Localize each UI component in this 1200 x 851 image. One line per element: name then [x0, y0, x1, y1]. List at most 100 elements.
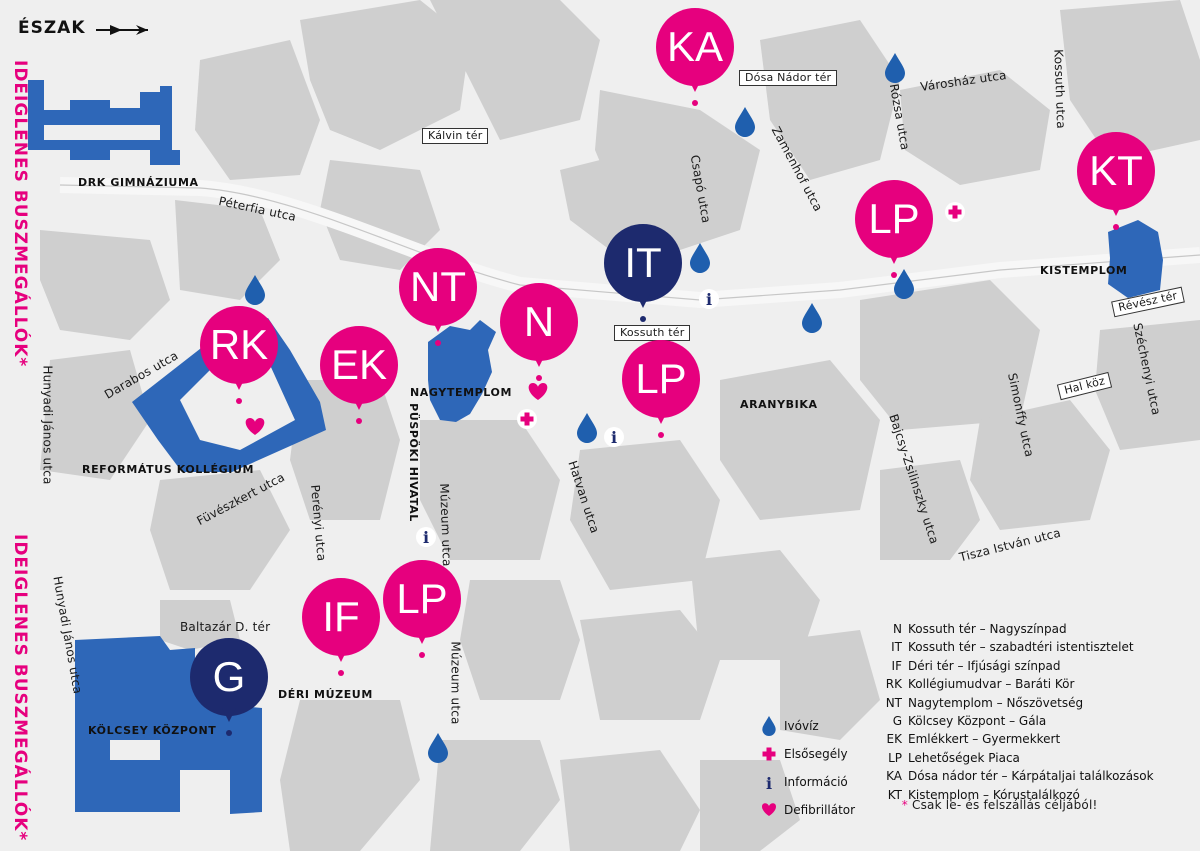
legend-code: LP: [888, 750, 902, 765]
first-aid-icon: [517, 409, 537, 429]
building-puspoki: PÜSPÖKI HIVATAL: [406, 403, 420, 522]
reformatus-kollegium-building: [132, 318, 326, 472]
first-aid-icon: [945, 202, 965, 222]
legend-first-aid: Elsősegély: [758, 740, 855, 768]
legend-code: N: [893, 622, 902, 636]
info-icon: i: [766, 774, 772, 792]
footnote: * Csak le- és felszállás céljából!: [894, 798, 1098, 812]
street-muzeum-1: Múzeum utca: [437, 483, 455, 567]
footnote-text: Csak le- és felszállás céljából!: [912, 798, 1098, 812]
square-dosa: Dósa Nádor tér: [739, 70, 838, 86]
pin-label: LP: [855, 180, 933, 258]
venue-pin-nt[interactable]: NT: [399, 248, 477, 348]
heart-icon: [245, 418, 265, 435]
legend-row: G Kölcsey Központ – Gála: [868, 712, 1154, 730]
water-drop-icon: [245, 275, 265, 305]
square-kalvin: Kálvin tér: [422, 128, 489, 144]
water-drop-icon: [894, 269, 914, 299]
pin-label: LP: [383, 560, 461, 638]
pin-label: LP: [622, 340, 700, 418]
venue-pin-kt[interactable]: KT: [1077, 132, 1155, 232]
pin-label: IF: [302, 578, 380, 656]
water-drops: [245, 53, 914, 763]
legend-info-label: Információ: [784, 775, 848, 789]
legend-code: G: [892, 713, 902, 728]
water-drop-icon: [802, 303, 822, 333]
venue-pin-n[interactable]: N: [500, 283, 578, 383]
venue-pin-lp-kossuth[interactable]: LP: [622, 340, 700, 440]
venue-pin-rk[interactable]: RK: [200, 306, 278, 406]
legend-code: NT: [885, 695, 902, 710]
svg-text:i: i: [766, 774, 772, 792]
first-aid-points: [517, 202, 965, 429]
legend-info: i Információ: [758, 768, 855, 796]
defibrillator-points: [245, 383, 548, 435]
drk-gimnazium-building: [28, 80, 180, 165]
info-icon: i: [416, 527, 436, 547]
info-points: i i i: [416, 289, 719, 547]
legend-text: Kossuth tér – Nagyszínpad: [908, 622, 1067, 636]
bus-stop-label-top: IDEIGLENES BUSZMEGÁLLÓK*: [10, 60, 30, 368]
legend-code: IF: [891, 658, 902, 673]
legend-code: IT: [891, 640, 902, 655]
legend-text: Emlékkert – Gyermekkert: [908, 732, 1061, 747]
north-arrow-icon: [96, 25, 148, 35]
pin-label: EK: [320, 326, 398, 404]
legend-text: Lehetőségek Piaca: [908, 750, 1020, 765]
legend-water-label: Ivóvíz: [784, 719, 819, 733]
legend-code: EK: [886, 732, 902, 747]
venue-pin-lp-east[interactable]: LP: [855, 180, 933, 280]
legend-text: Nagytemplom – Nőszövetség: [908, 695, 1084, 710]
venue-pin-it[interactable]: IT: [604, 224, 682, 324]
legend-row: N Kossuth tér – Nagyszínpad: [868, 620, 1154, 638]
bus-stop-label-bottom: IDEIGLENES BUSZMEGÁLLÓK*: [10, 534, 30, 842]
legend-text: Kossuth tér – szabadtéri istentisztelet: [908, 640, 1134, 655]
legend-text: Kistemplom – Kórustalálkozó: [908, 787, 1080, 802]
legend-row: KT Kistemplom – Kórustalálkozó: [868, 786, 1154, 804]
svg-text:i: i: [423, 528, 429, 547]
building-aranybika: ARANYBIKA: [740, 398, 818, 411]
footnote-star: *: [901, 798, 908, 812]
legend-code: RK: [885, 677, 902, 692]
pin-label: NT: [399, 248, 477, 326]
street-hunyadi-1: Hunyadi János utca: [40, 365, 55, 485]
legend-text: Déri tér – Ifjúsági színpad: [908, 658, 1061, 673]
building-drk: DRK GIMNÁZIUMA: [78, 176, 199, 189]
venue-pin-lp-muzeum[interactable]: LP: [383, 560, 461, 660]
pin-label: G: [190, 638, 268, 716]
building-kistemplom: KISTEMPLOM: [1040, 264, 1128, 277]
venue-pin-g[interactable]: G: [190, 638, 268, 738]
legend-water: Ivóvíz: [758, 712, 855, 740]
legend-row: NT Nagytemplom – Nőszövetség: [868, 694, 1154, 712]
square-baltazar: Baltazár D. tér: [180, 620, 271, 634]
legend-text: Kölcsey Központ – Gála: [908, 713, 1047, 728]
water-drop-icon: [735, 107, 755, 137]
info-icon: i: [699, 289, 719, 309]
legend-code: KT: [887, 787, 902, 802]
legend-row: IF Déri tér – Ifjúsági színpad: [868, 657, 1154, 675]
building-nagytemplom: NAGYTEMPLOM: [410, 386, 513, 399]
pin-label: KT: [1077, 132, 1155, 210]
legend-row: LP Lehetőségek Piaca: [868, 749, 1154, 767]
water-drop-icon: [428, 733, 448, 763]
pin-label: N: [500, 283, 578, 361]
symbol-legend: Ivóvíz Elsősegély i Információ Defibrill…: [758, 712, 855, 824]
legend-code: KA: [886, 769, 902, 784]
nagytemplom-building: [428, 320, 496, 422]
legend-first-aid-label: Elsősegély: [784, 747, 848, 761]
venue-pin-ek[interactable]: EK: [320, 326, 398, 426]
legend-row: IT Kossuth tér – szabadtéri istentisztele…: [868, 638, 1154, 656]
kistemplom-building: [1108, 220, 1163, 298]
venue-pin-if[interactable]: IF: [302, 578, 380, 678]
svg-text:i: i: [706, 290, 712, 309]
venue-pin-ka[interactable]: KA: [656, 8, 734, 108]
first-aid-icon: [762, 747, 776, 761]
pin-label: RK: [200, 306, 278, 384]
building-reformatus: REFORMÁTUS KOLLÉGIUM: [82, 463, 255, 476]
building-kolcsey: KÖLCSEY KÖZPONT: [88, 724, 217, 737]
water-drop-icon: [577, 413, 597, 443]
